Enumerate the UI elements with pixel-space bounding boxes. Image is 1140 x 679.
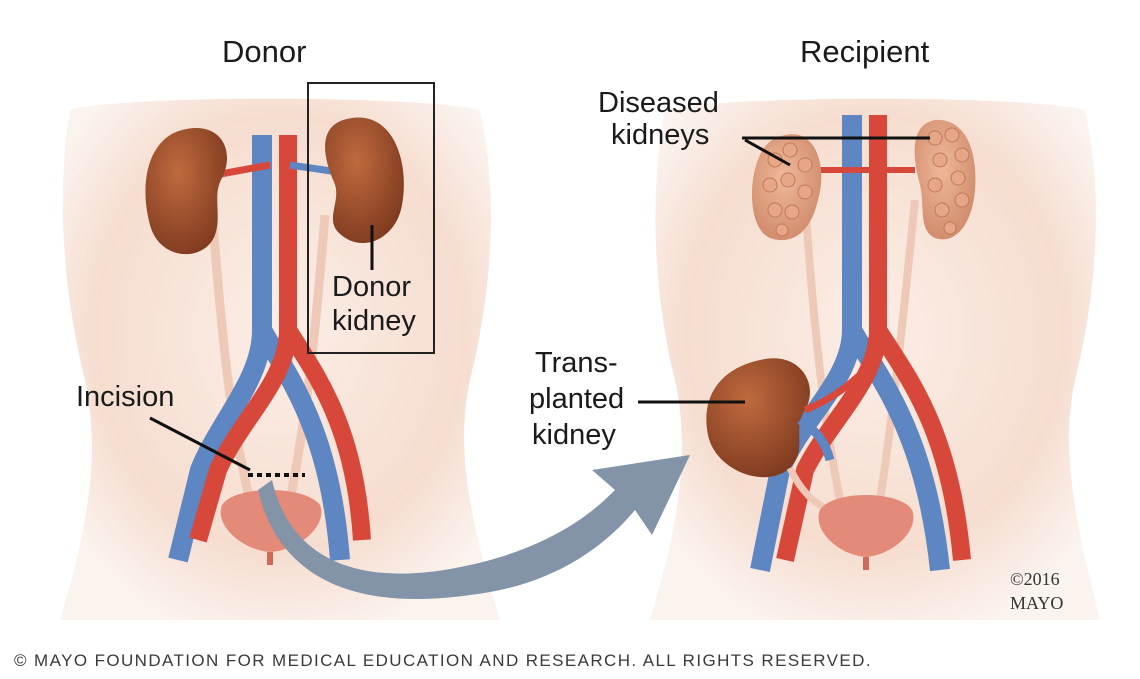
diseased-kidneys-leader-branch [744, 138, 791, 167]
donor-vein [168, 135, 350, 563]
transplanted-kidney [706, 358, 810, 478]
incision-label: Incision [76, 381, 175, 413]
transplanted-kidney-label-line3: kidney [532, 419, 616, 451]
footer-copyright: © MAYO FOUNDATION FOR MEDICAL EDUCATION … [14, 651, 872, 670]
donor-kidney-label-line1: Donor [332, 271, 411, 303]
diseased-kidneys-label-line1: Diseased [598, 87, 719, 119]
diseased-kidney-left-cysts [762, 142, 813, 237]
donor-torso [60, 98, 500, 620]
recipient-torso [650, 98, 1100, 620]
donor-kidney-right [325, 117, 404, 244]
donor-renal-vessels-left [214, 161, 271, 179]
donor-title: Donor [222, 34, 307, 69]
copyright-mark-year: ©2016 [1010, 569, 1060, 589]
recipient-artery [776, 115, 971, 562]
recipient-title: Recipient [800, 34, 930, 69]
donor-artery [189, 135, 371, 543]
donor-kidney-highlight-box [307, 82, 435, 354]
transplanted-kidney-label-line2: planted [529, 383, 625, 415]
recipient-ureter-left [801, 199, 844, 501]
donor-kidney-label-line2: kidney [332, 305, 416, 337]
incision-leader [149, 416, 251, 472]
diseased-kidney-right-cysts [927, 127, 970, 235]
diseased-kidneys-label-line2: kidneys [611, 119, 710, 151]
donor-ureter-left [207, 214, 255, 502]
copyright-mark-org: MAYO [1010, 593, 1064, 613]
transplanted-kidney-vessels [797, 416, 835, 462]
recipient-bladder [818, 495, 914, 557]
donor-kidney-left [145, 128, 228, 255]
transplanted-kidney-artery-link [803, 367, 868, 414]
transplanted-kidney-label-line1: Trans- [535, 347, 618, 379]
transfer-arrow [258, 455, 690, 600]
